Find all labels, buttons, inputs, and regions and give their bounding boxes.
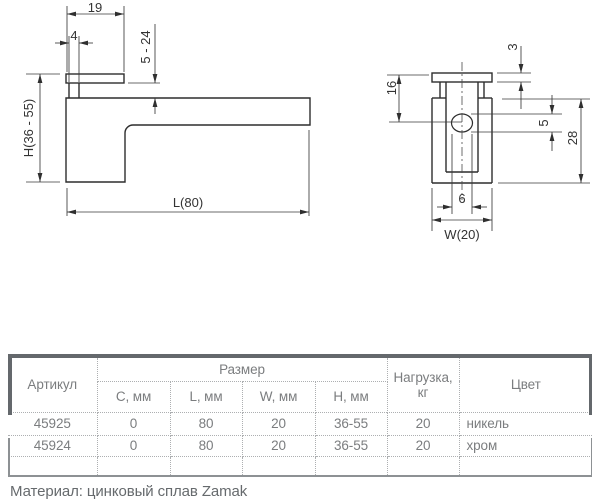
table-row-empty	[8, 455, 592, 475]
table-border-top	[8, 354, 592, 358]
cell-w: 20	[241, 434, 316, 457]
dim-label-height: H(36 - 55)	[21, 99, 36, 158]
dim-label-hole-width: 6	[458, 191, 465, 206]
cell-l: 80	[169, 434, 243, 457]
empty-cell	[314, 455, 388, 475]
empty-cell	[386, 455, 460, 475]
dim-label-width: W(20)	[444, 227, 479, 242]
header-size-h: H, мм	[314, 380, 387, 413]
cell-l: 80	[169, 411, 243, 436]
cell-load: 20	[386, 434, 460, 457]
dim-label-hole-height: 5	[536, 119, 551, 126]
side-top-plate	[65, 73, 125, 84]
side-body-arm	[65, 97, 311, 183]
table-border-right	[588, 354, 592, 415]
header-size: Размер	[96, 358, 388, 382]
dim-label-top-width: 19	[88, 0, 102, 15]
cell-color: хром	[458, 434, 592, 457]
cell-c: 0	[96, 434, 171, 457]
header-color: Цвет	[458, 358, 592, 413]
dim-label-pin-width: 4	[70, 28, 77, 43]
cell-h: 36-55	[314, 434, 388, 457]
cell-article: 45924	[8, 434, 98, 457]
table-row: 45925 0 80 20 36-55 20 никель	[8, 411, 592, 436]
empty-cell	[96, 455, 171, 475]
cell-color: никель	[458, 411, 592, 436]
empty-cell	[169, 455, 243, 475]
table-border-bottom	[8, 475, 592, 477]
dim-label-clamp-range: 5 - 24	[138, 30, 153, 63]
dim-label-length: L(80)	[173, 195, 203, 210]
front-view-drawing: 3 16 5 28 6 W(20)	[384, 43, 590, 242]
material-note: Материал: цинковый сплав Zamak	[10, 483, 248, 500]
empty-cell	[241, 455, 316, 475]
header-load-line2: кг	[417, 384, 429, 400]
dim-label-body-height: 28	[565, 131, 580, 145]
empty-cell	[458, 455, 592, 475]
cell-w: 20	[241, 411, 316, 436]
dim-label-top-to-hole: 16	[384, 81, 399, 95]
dim-label-flange-thickness: 3	[505, 43, 520, 50]
cell-c: 0	[96, 411, 171, 436]
cell-h: 36-55	[314, 411, 388, 436]
table-border-left	[8, 354, 12, 415]
cell-article: 45925	[8, 411, 98, 436]
table-border-right-lower	[590, 438, 592, 476]
empty-cell	[8, 455, 98, 475]
header-article: Артикул	[8, 358, 98, 413]
side-view-drawing: 19 4 5 - 24 H(36 - 55) L(80)	[21, 0, 311, 216]
spec-table: Артикул Размер Нагрузка, кг Цвет C, мм L…	[8, 358, 592, 475]
header-size-l: L, мм	[169, 380, 243, 413]
header-size-w: W, мм	[241, 380, 316, 413]
table-row: 45924 0 80 20 36-55 20 хром	[8, 434, 592, 457]
header-size-c: C, мм	[97, 380, 171, 413]
table-border-left-lower	[8, 438, 10, 476]
technical-drawing: 19 4 5 - 24 H(36 - 55) L(80)	[21, 0, 590, 242]
cell-load: 20	[386, 411, 460, 436]
header-load-line1: Нагрузка,	[393, 369, 453, 385]
header-load: Нагрузка, кг	[386, 358, 460, 413]
